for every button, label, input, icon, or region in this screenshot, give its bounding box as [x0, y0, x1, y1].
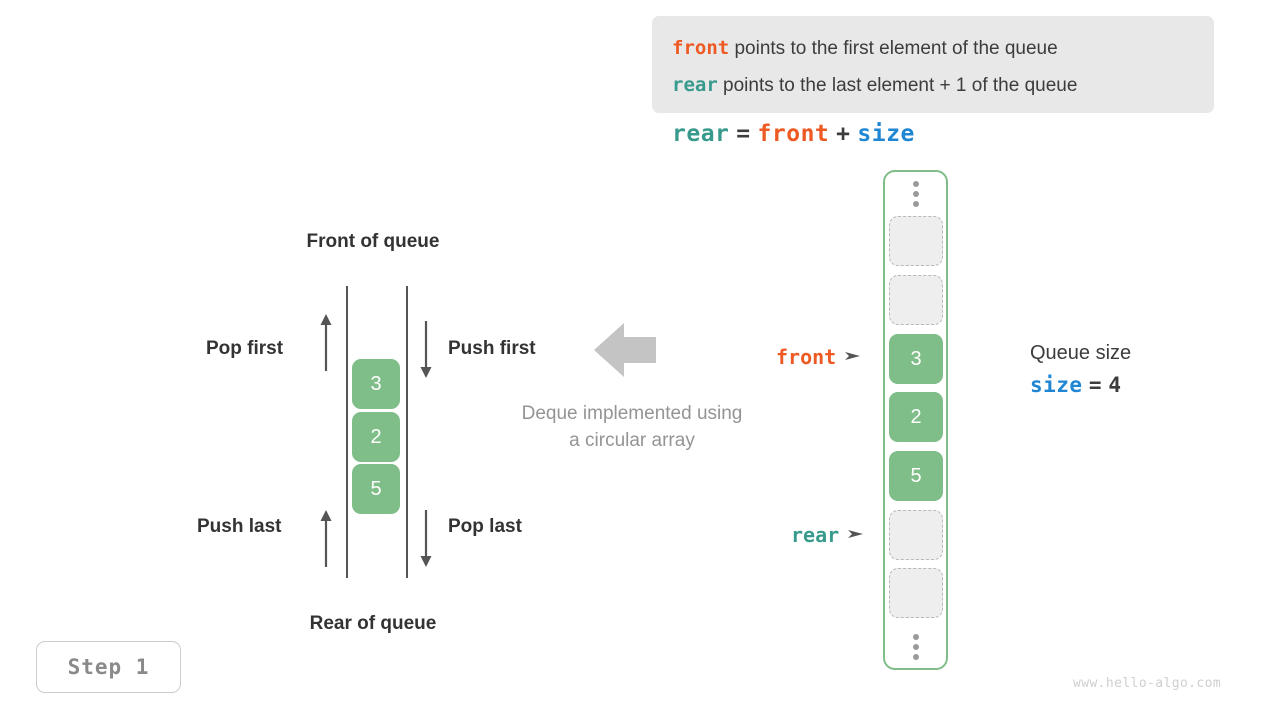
queue-size-equals: = [1088, 373, 1103, 397]
array-cell: 5 [889, 451, 943, 501]
deque-rail-left [346, 286, 348, 578]
circular-array-container [883, 170, 948, 670]
legend-line-rear: rear points to the last element + 1 of t… [672, 67, 1194, 104]
formula-rear: rear [672, 121, 730, 147]
rear-pointer-label: rear [791, 523, 865, 547]
formula-plus: + [836, 121, 851, 147]
legend-term-rear: rear [672, 74, 718, 96]
rear-pointer-text: rear [791, 523, 840, 547]
watermark: www.hello-algo.com [1073, 676, 1222, 691]
deque-rail-right [406, 286, 408, 578]
array-cell [889, 216, 943, 266]
queue-size-title: Queue size [1030, 342, 1132, 364]
legend-text-rear: points to the last element + 1 of the qu… [723, 75, 1078, 96]
front-of-queue-label: Front of queue [306, 231, 440, 252]
front-pointer-text: front [776, 345, 837, 369]
pop-first-label: Pop first [206, 338, 284, 359]
legend-term-front: front [672, 37, 730, 59]
array-cell [889, 275, 943, 325]
pop-last-label: Pop last [448, 516, 522, 537]
big-left-arrow-icon [594, 322, 656, 383]
deque-cell: 5 [352, 464, 400, 514]
pop-first-arrow-up-icon [316, 313, 336, 373]
array-ellipsis-bottom-icon [908, 634, 924, 660]
push-first-label: Push first [448, 338, 536, 359]
push-first-arrow-down-icon [416, 320, 436, 380]
queue-size-expression: size = 4 [1030, 368, 1131, 403]
push-last-arrow-up-icon [316, 509, 336, 569]
note-line-2: a circular array [569, 430, 695, 451]
step-badge: Step 1 [36, 641, 181, 693]
array-ellipsis-top-icon [908, 181, 924, 207]
note-line-1: Deque implemented using [521, 403, 743, 424]
queue-size-var: size [1030, 373, 1083, 397]
queue-size-block: Queue size size = 4 [1030, 338, 1131, 403]
array-cell [889, 568, 943, 618]
legend-text-front: points to the first element of the queue [734, 38, 1058, 59]
formula-front: front [757, 121, 830, 147]
array-cell: 2 [889, 392, 943, 442]
queue-size-number: 4 [1108, 373, 1122, 397]
array-cell: 3 [889, 334, 943, 384]
deque-cell: 3 [352, 359, 400, 409]
rear-of-queue-label: Rear of queue [309, 613, 437, 634]
array-cell [889, 510, 943, 560]
legend-box: front points to the first element of the… [652, 16, 1214, 113]
formula-rear-equals-front-plus-size: rear = front + size [672, 120, 915, 147]
push-last-label: Push last [197, 516, 282, 537]
pop-last-arrow-down-icon [416, 509, 436, 569]
front-pointer-arrow-icon [844, 346, 862, 369]
deque-explanation-note: Deque implemented using a circular array [492, 400, 772, 454]
front-pointer-label: front [776, 345, 862, 369]
deque-cell: 2 [352, 412, 400, 462]
legend-line-front: front points to the first element of the… [672, 30, 1194, 67]
rear-pointer-arrow-icon [847, 524, 865, 547]
formula-equals: = [736, 121, 751, 147]
formula-size: size [857, 121, 915, 147]
